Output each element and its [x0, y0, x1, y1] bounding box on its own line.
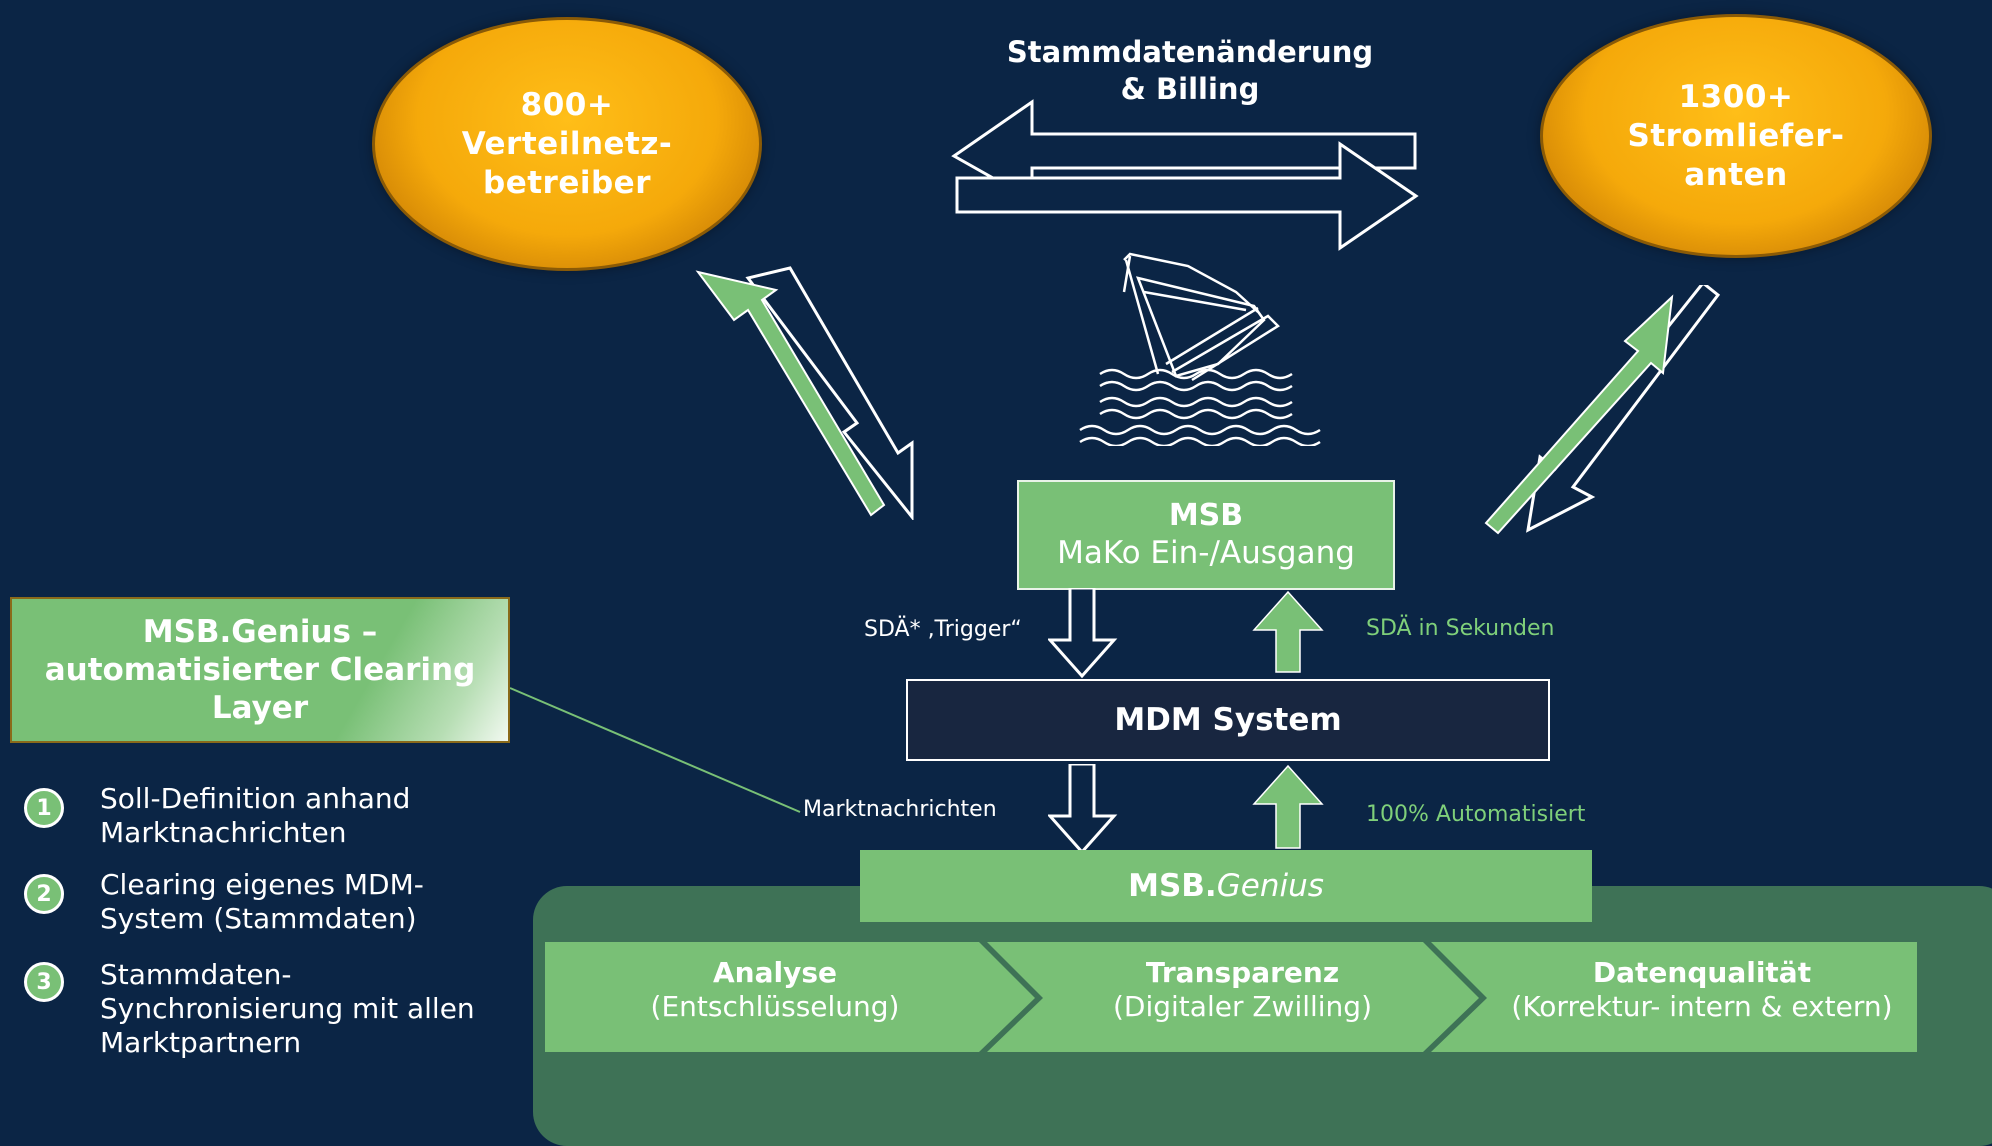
left-diagonal-arrows — [695, 266, 914, 520]
stage-analyse-shape — [545, 942, 1035, 1052]
stage-analyse: Analyse (Entschlüsselung) — [560, 956, 990, 1024]
msb-genius-suffix: Genius — [1216, 868, 1324, 904]
verteilnetzbetreiber-ellipse: 800+ Verteilnetz- betreiber — [372, 17, 762, 271]
exchange-label: Stammdatenänderung & Billing — [960, 34, 1420, 108]
stage-datenqualitaet: Datenqualität (Korrektur- intern & exter… — [1490, 956, 1914, 1024]
sailboat-icon — [1079, 252, 1321, 446]
mdm-system-title: MDM System — [1114, 702, 1342, 738]
arrow-down-left-outline — [1526, 285, 1721, 533]
msb-genius-prefix: MSB. — [1128, 868, 1217, 904]
sda-trigger-label: SDÄ* ‚Trigger“ — [864, 617, 1022, 642]
stromlieferanten-ellipse: 1300+ Stromliefer- anten — [1540, 14, 1932, 258]
mdm-system-box: MDM System — [906, 679, 1550, 761]
stage-analyse-subtitle: (Entschlüsselung) — [650, 990, 900, 1023]
automatisiert-label: 100% Automatisiert — [1366, 802, 1586, 827]
stromlieferanten-label: 1300+ Stromliefer- anten — [1627, 78, 1845, 193]
marktnachrichten-label: Marktnachrichten — [803, 797, 997, 822]
arrow-up-seconds — [1252, 590, 1324, 673]
step-2: 2 Clearing eigenes MDM- System (Stammdat… — [24, 868, 424, 936]
step-2-text: Clearing eigenes MDM- System (Stammdaten… — [100, 868, 424, 935]
step-1-number: 1 — [24, 788, 64, 828]
stage-analyse-title: Analyse — [712, 956, 837, 989]
stage-transparenz-subtitle: (Digitaler Zwilling) — [1112, 990, 1372, 1023]
sda-seconds-label: SDÄ in Sekunden — [1366, 616, 1555, 641]
arrow-up-right-green — [1484, 294, 1674, 535]
stage-datenqualitaet-title: Datenqualität — [1592, 956, 1812, 989]
msb-box: MSB MaKo Ein-/Ausgang — [1017, 480, 1395, 590]
arrow-down-trigger — [1048, 588, 1118, 679]
step-2-number: 2 — [24, 874, 64, 914]
arrow-right-outline — [955, 141, 1419, 251]
msb-title: MSB — [1168, 498, 1244, 533]
right-diagonal-arrows — [1484, 285, 1721, 535]
step-3-text: Stammdaten- Synchronisierung mit allen M… — [100, 958, 475, 1059]
stage-datenqualitaet-subtitle: (Korrektur- intern & extern) — [1511, 990, 1893, 1023]
clearing-layer-box: MSB.Genius – automatisierter Clearing La… — [10, 597, 510, 743]
clearing-layer-text: MSB.Genius – automatisierter Clearing La… — [44, 614, 476, 726]
arrow-down-marktnachrichten — [1048, 764, 1118, 855]
step-3: 3 Stammdaten- Synchronisierung mit allen… — [24, 958, 475, 1060]
msb-genius-bar: MSB.Genius — [860, 850, 1592, 922]
step-1-text: Soll-Definition anhand Marktnachrichten — [100, 782, 411, 849]
step-1: 1 Soll-Definition anhand Marktnachrichte… — [24, 782, 410, 850]
stage-datenqualitaet-shape — [1431, 942, 1917, 1052]
msb-subtitle: MaKo Ein-/Ausgang — [1057, 535, 1355, 571]
exchange-arrows — [951, 99, 1419, 251]
verteilnetzbetreiber-label: 800+ Verteilnetz- betreiber — [461, 86, 673, 201]
stage-chevrons — [545, 942, 1917, 1052]
stage-transparenz-title: Transparenz — [1145, 956, 1340, 989]
arrow-down-right-outline — [745, 266, 914, 520]
connector-line — [509, 687, 801, 813]
arrow-up-left-green — [695, 270, 886, 517]
stage-transparenz-shape — [987, 942, 1479, 1052]
exchange-label-line2: & Billing — [1120, 72, 1260, 106]
arrow-up-automatisiert — [1252, 764, 1324, 849]
step-3-number: 3 — [24, 962, 64, 1002]
stage-transparenz: Transparenz (Digitaler Zwilling) — [1030, 956, 1455, 1024]
exchange-label-line1: Stammdatenänderung — [1006, 35, 1374, 69]
